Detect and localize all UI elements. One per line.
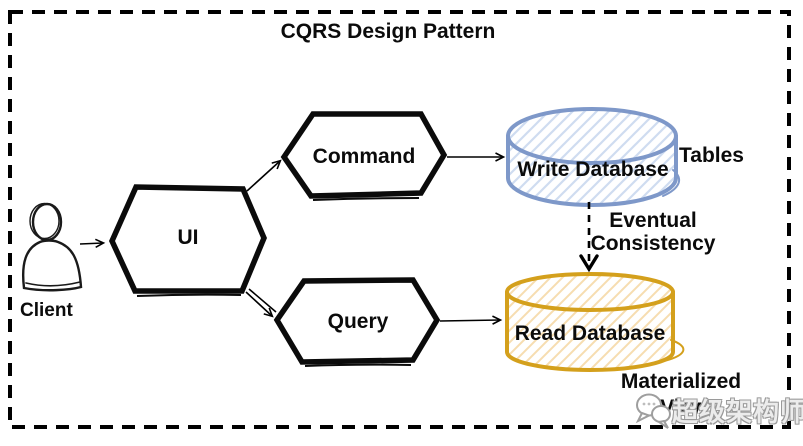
read-database-label: Read Database	[514, 322, 666, 345]
eventual-consistency-annotation: Eventual Consistency	[591, 209, 716, 255]
arrow-query-to-read-db	[439, 315, 503, 325]
command-node-label: Command	[312, 145, 416, 168]
read-database-cylinder	[505, 272, 685, 372]
arrow-eventual-consistency-dashed	[579, 202, 599, 273]
write-database-cylinder	[506, 107, 681, 207]
arrow-ui-to-query	[245, 288, 277, 318]
person-icon	[22, 202, 83, 292]
client-label: Client	[20, 300, 73, 321]
tables-annotation: Tables	[679, 144, 744, 167]
eventual-consistency-line1: Eventual	[609, 209, 697, 232]
watermark-text: 超级架构师	[672, 396, 803, 427]
watermark: 超级架构师	[634, 390, 803, 430]
arrow-client-to-ui	[79, 238, 106, 249]
query-hexagon	[273, 277, 441, 367]
command-hexagon	[280, 111, 448, 201]
dashed-border-frame	[8, 10, 791, 429]
query-node-label: Query	[327, 310, 389, 333]
write-database-label: Write Database	[517, 158, 669, 181]
ui-hexagon	[108, 184, 267, 297]
diagram-title: CQRS Design Pattern	[280, 20, 496, 43]
view-annotation: View	[660, 396, 708, 419]
ui-node-label: UI	[177, 226, 199, 249]
arrow-ui-to-command	[246, 159, 282, 192]
eventual-consistency-line2: Consistency	[590, 232, 716, 255]
chat-bubbles-icon	[635, 393, 671, 429]
materialized-annotation: Materialized	[620, 370, 742, 393]
